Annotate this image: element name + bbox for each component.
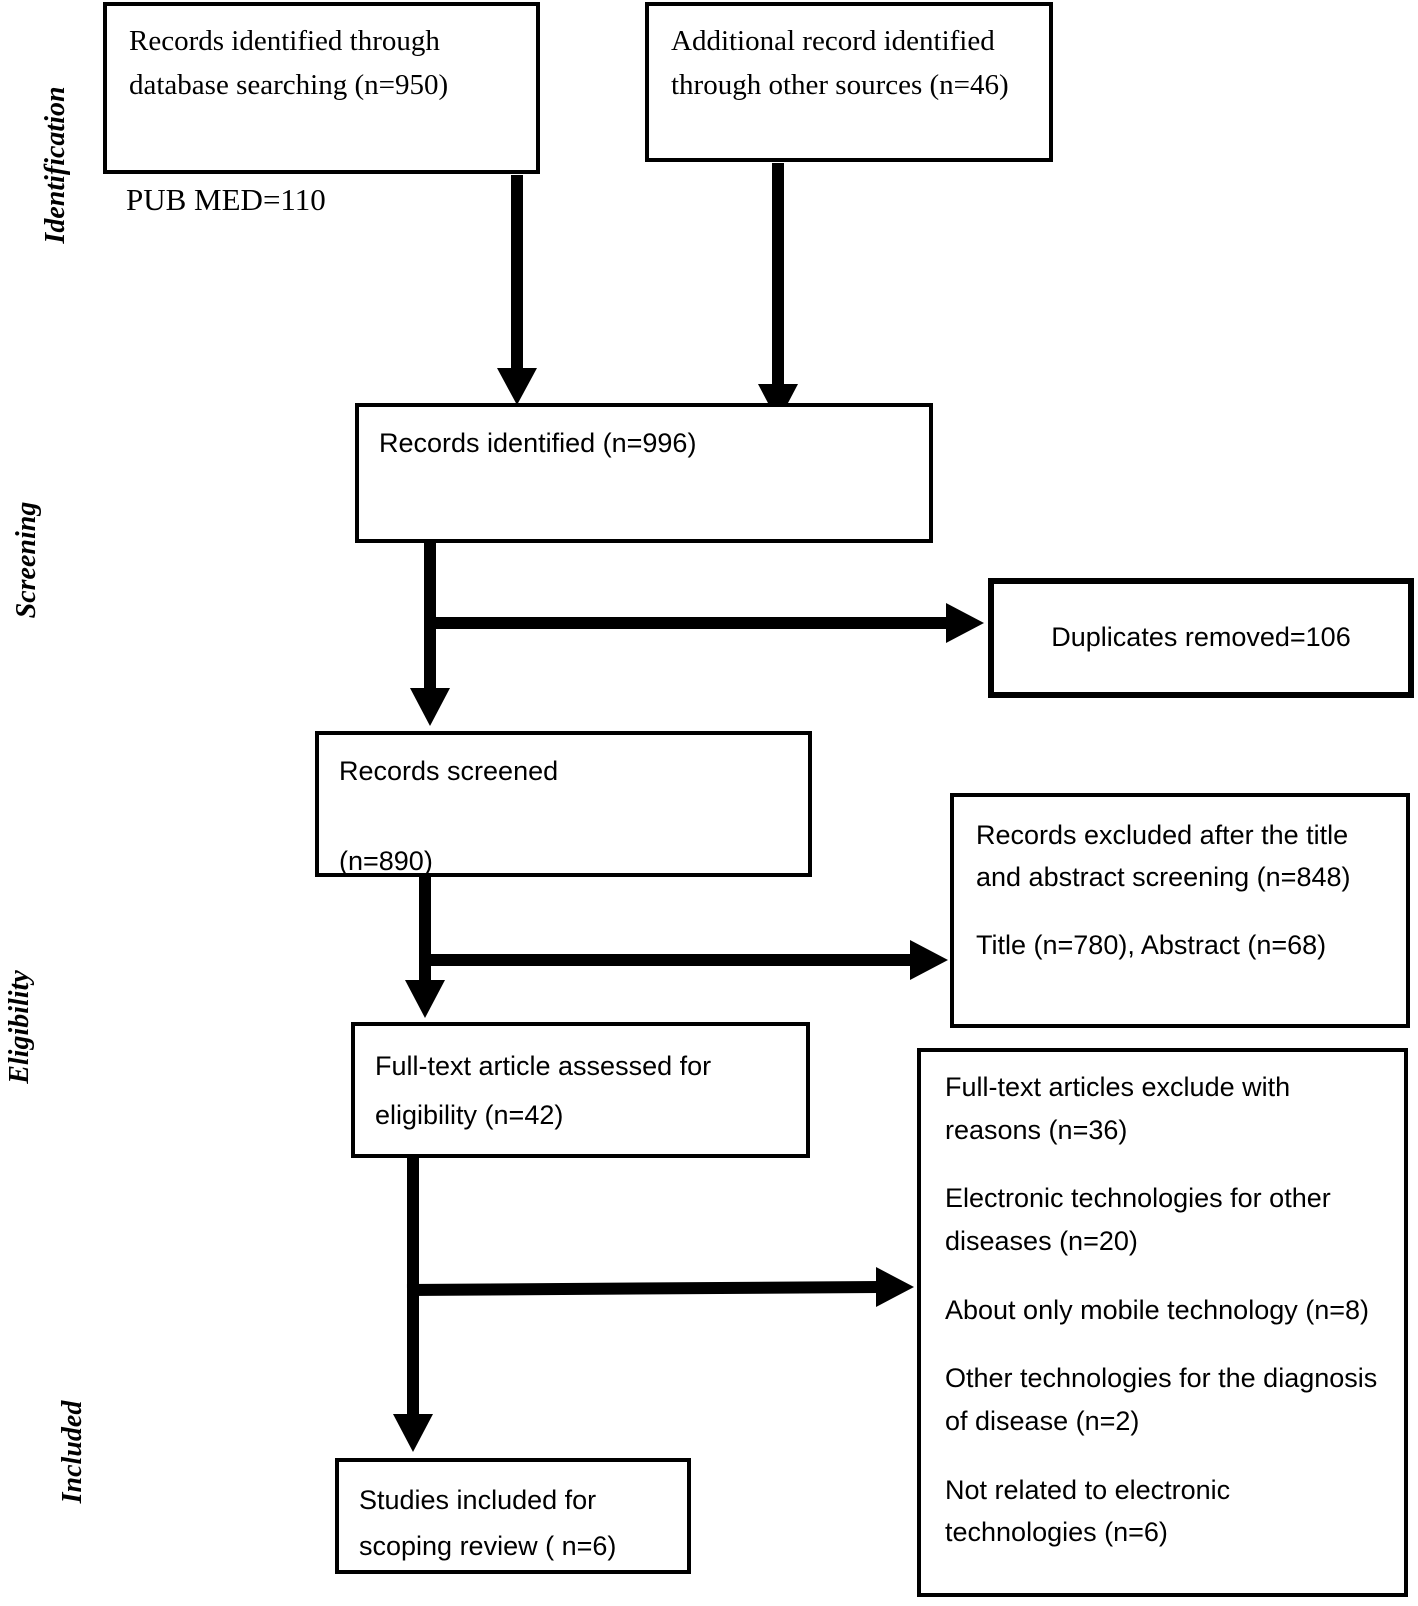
excluded-reason-diagnosis: Other technologies for the diagnosis of … [945, 1363, 1378, 1436]
box-records-database: Records identified through database sear… [103, 2, 540, 174]
box-duplicates-removed: Duplicates removed=106 [988, 578, 1414, 698]
records-screened-line: Records screened [339, 756, 559, 786]
box-excluded-screening: Records excluded after the title and abs… [950, 793, 1410, 1028]
excluded-fulltext-summary: Full-text articles exclude with reasons … [945, 1072, 1291, 1145]
stage-label-included: Included [57, 1400, 88, 1504]
box-excluded-fulltext: Full-text articles exclude with reasons … [917, 1048, 1408, 1597]
excluded-screening-summary: Records excluded after the title and abs… [976, 820, 1351, 892]
excluded-reason-mobile-only: About only mobile technology (n=8) [945, 1294, 1370, 1325]
box-duplicates-removed-text: Duplicates removed=106 [1051, 622, 1351, 653]
pubmed-count-note: PUB MED=110 [126, 182, 326, 217]
box-fulltext-assessed-text: Full-text article assessed for eligibili… [375, 1051, 712, 1130]
arrow-fulltext-to-included [393, 1157, 433, 1452]
stage-label-identification: Identification [40, 86, 71, 244]
arrow-other-sources-to-records-identified [758, 163, 798, 422]
box-records-screened: Records screened (n=890) [315, 731, 812, 877]
box-studies-included-text: Studies included for scoping review ( n=… [359, 1485, 617, 1561]
arrow-branch-to-excluded-fulltext [406, 1267, 914, 1307]
arrow-database-to-records-identified [497, 175, 537, 405]
stage-label-screening: Screening [11, 501, 42, 619]
records-screened-count: (n=890) [339, 845, 433, 876]
arrow-records-identified-to-screened [410, 543, 450, 726]
arrow-screened-to-fulltext [405, 876, 445, 1018]
excluded-reason-not-related: Not related to electronic technologies (… [945, 1474, 1231, 1548]
stage-label-eligibility: Eligibility [4, 970, 35, 1084]
box-records-identified: Records identified (n=996) [355, 403, 933, 543]
box-additional-sources: Additional record identified through oth… [645, 2, 1053, 162]
arrow-branch-to-duplicates [424, 603, 984, 643]
box-records-identified-text: Records identified (n=996) [379, 428, 697, 458]
excluded-screening-breakdown: Title (n=780), Abstract (n=68) [976, 929, 1327, 960]
arrow-branch-to-excluded-screening [419, 940, 948, 980]
box-studies-included: Studies included for scoping review ( n=… [335, 1458, 691, 1574]
excluded-reason-other-diseases: Electronic technologies for other diseas… [945, 1183, 1331, 1256]
box-fulltext-assessed: Full-text article assessed for eligibili… [351, 1022, 810, 1158]
